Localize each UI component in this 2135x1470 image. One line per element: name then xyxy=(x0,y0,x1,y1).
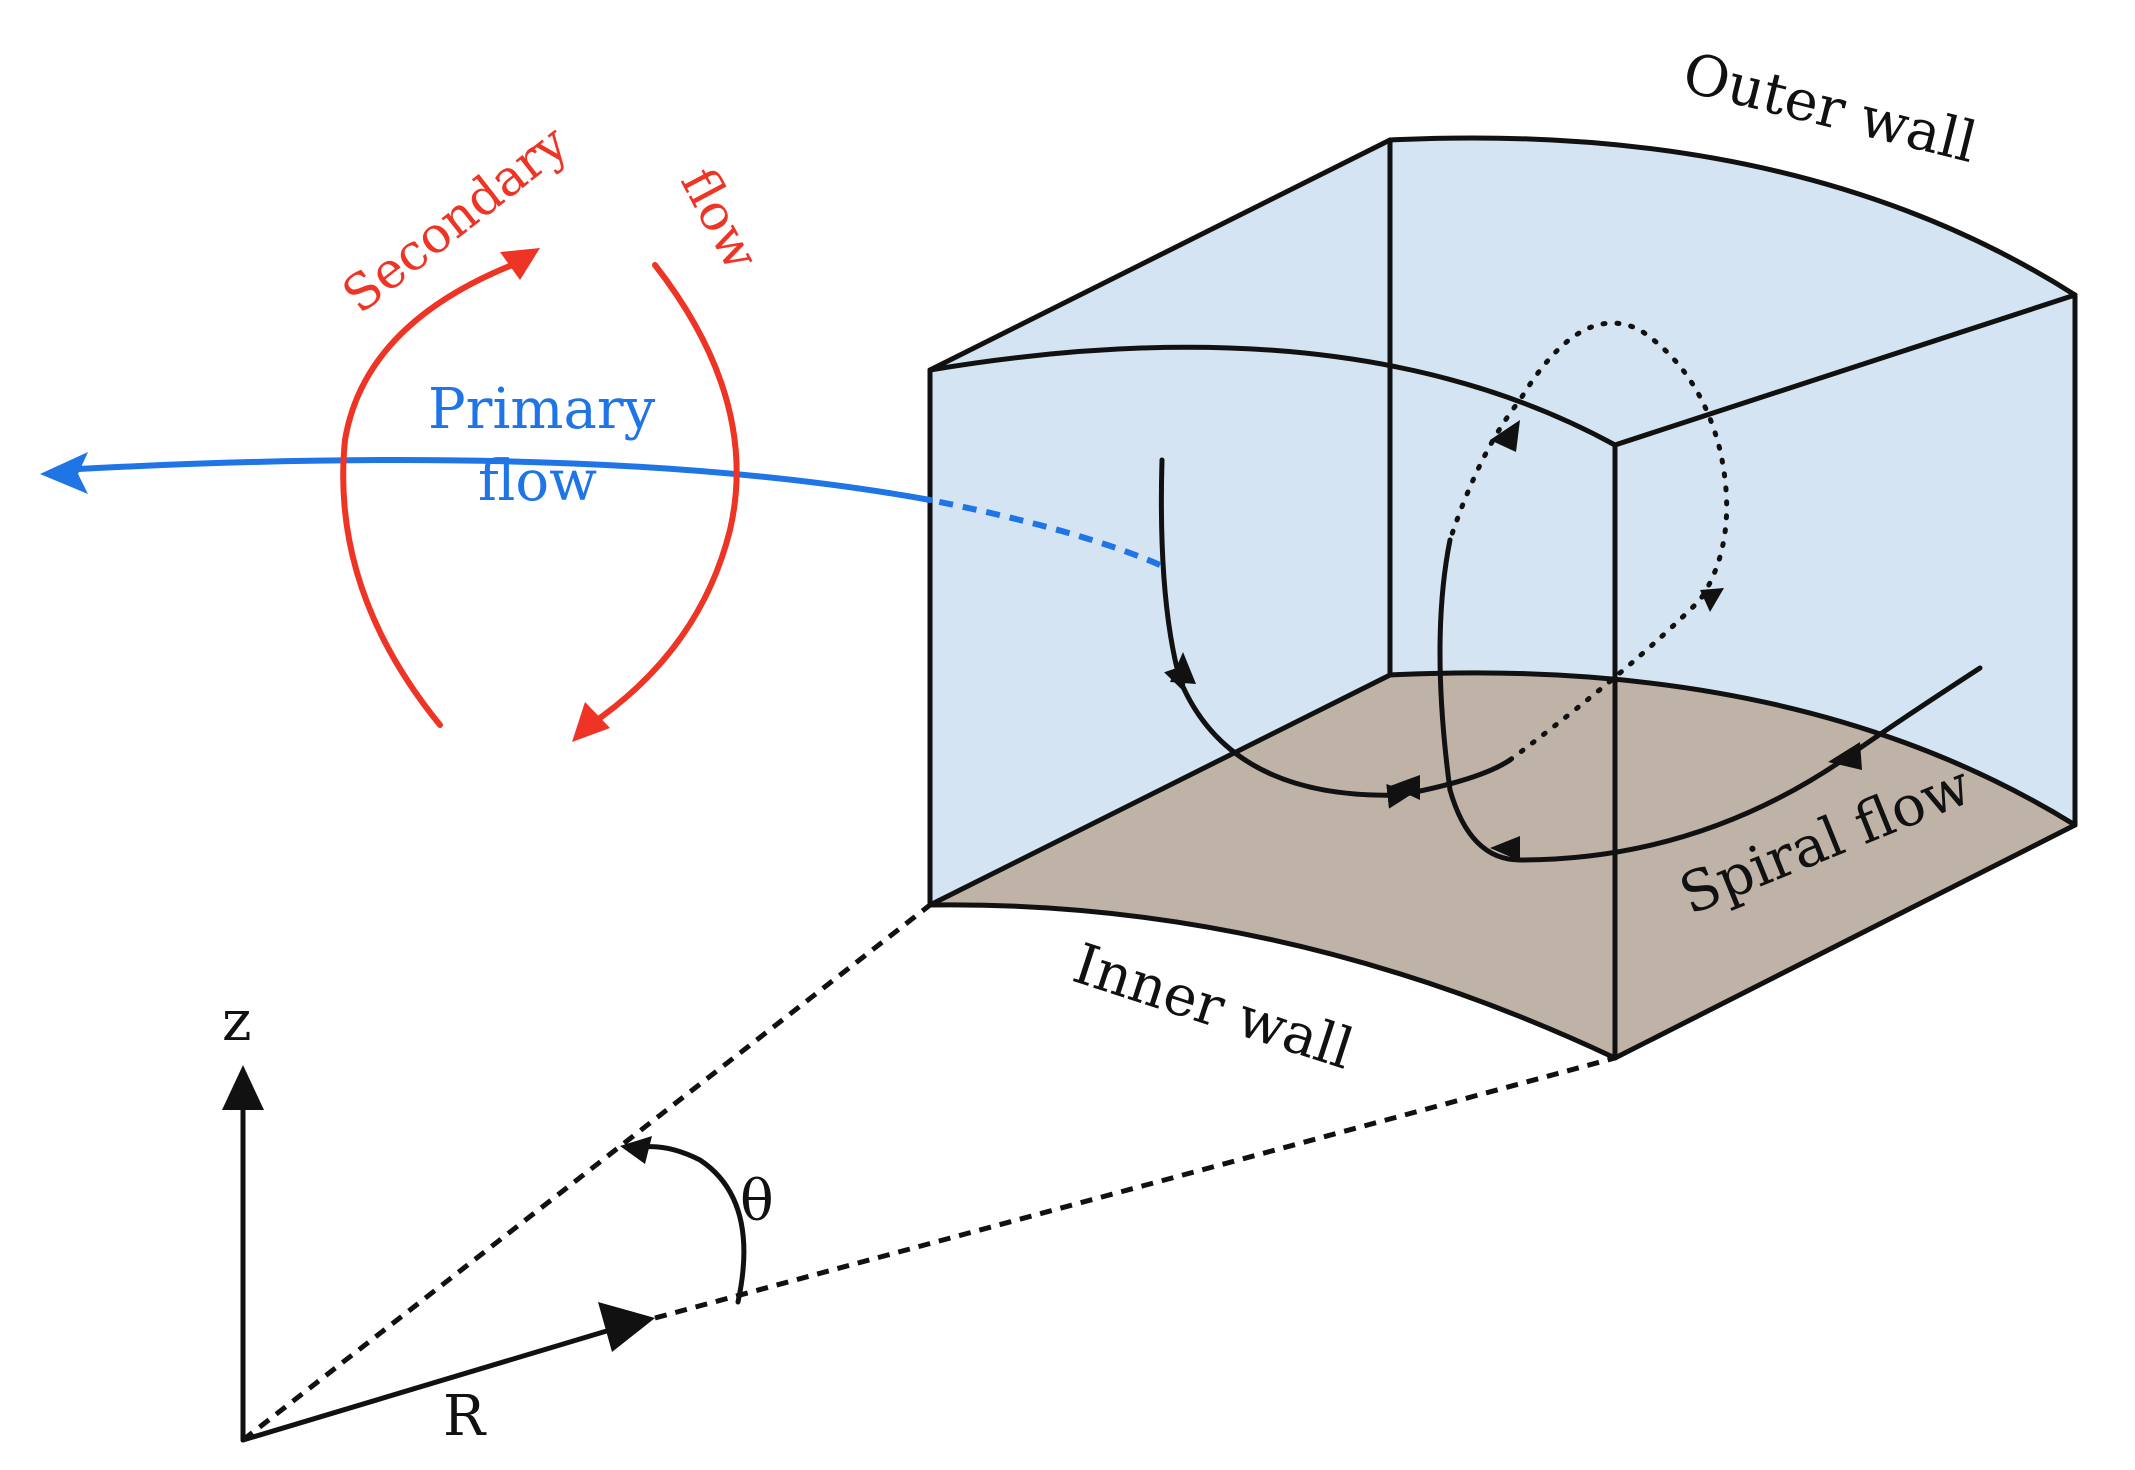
outer-wall-label: Outer wall xyxy=(1677,41,1983,176)
spiral-arrow-5 xyxy=(1490,420,1520,452)
spiral-arrow-6 xyxy=(1700,588,1724,612)
secondary-flow-left-arrowhead xyxy=(500,248,540,280)
spiral-arrowheads xyxy=(1170,420,1862,861)
inner-wall-label: Inner wall xyxy=(1066,931,1361,1082)
coordinate-axes xyxy=(222,903,1616,1443)
primary-flow-arrowhead xyxy=(40,452,88,494)
flow-red-label: flow xyxy=(669,158,770,279)
secondary-flow-left-arc xyxy=(340,257,528,728)
secondary-flow-right-arrowhead xyxy=(572,702,610,742)
primary-flow-label: flow xyxy=(478,449,597,514)
spiral-arrow-4 xyxy=(1828,742,1862,770)
box-edges xyxy=(927,135,2078,1061)
spiral-arrow-3 xyxy=(1490,836,1520,861)
spiral-arrow-2 xyxy=(1390,775,1420,800)
theta-label: θ xyxy=(740,1169,774,1234)
primary-flow-line xyxy=(57,457,933,503)
spiral-flow-curves xyxy=(1158,320,1983,863)
primary-label: Primary xyxy=(428,377,656,442)
theta-arrowhead xyxy=(620,1136,652,1164)
r-axis-arrowhead xyxy=(598,1302,655,1352)
primary-flow-dashed xyxy=(929,497,1162,568)
spiral-arrow-1 xyxy=(1170,652,1196,684)
r-axis-label: R xyxy=(443,1384,487,1449)
z-axis-label: z xyxy=(222,989,252,1054)
z-axis-arrowhead xyxy=(222,1065,264,1110)
secondary-flow-right-arc xyxy=(587,262,740,728)
